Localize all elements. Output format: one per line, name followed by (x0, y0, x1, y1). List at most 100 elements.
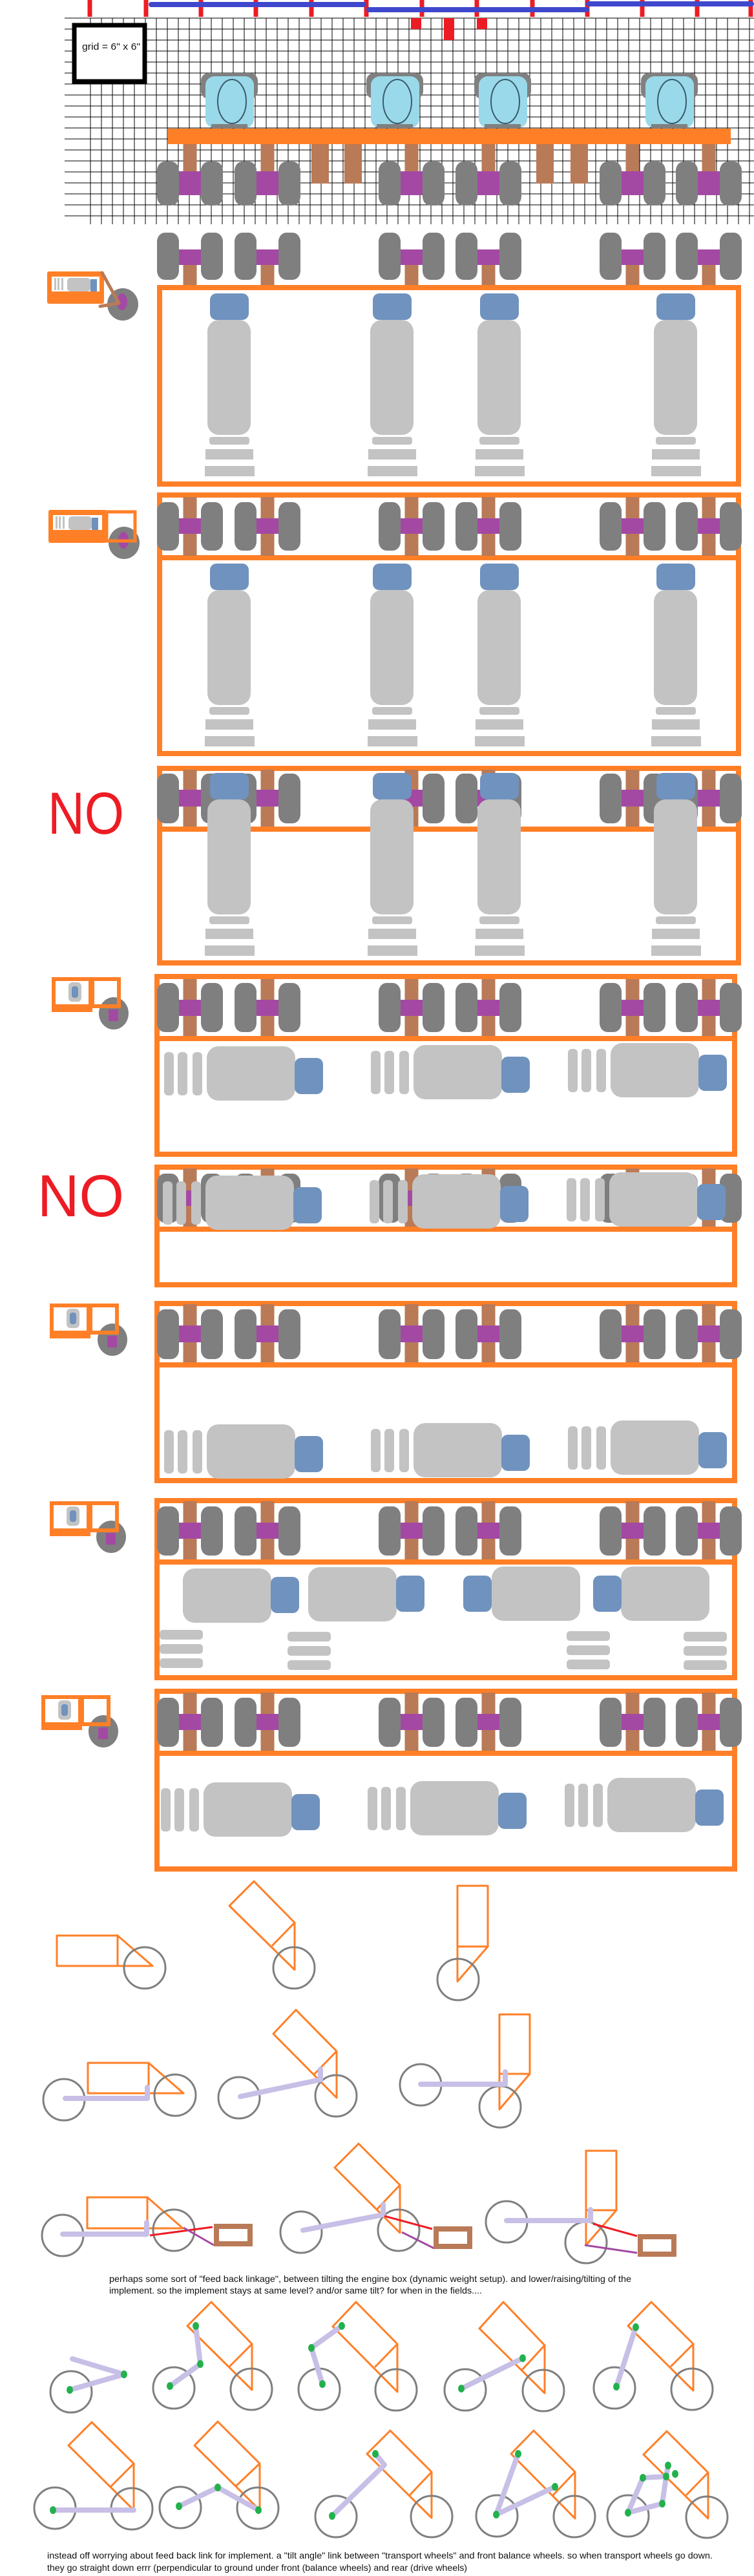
wheel-post (625, 264, 640, 285)
wheel-icon (600, 1506, 622, 1556)
dual-wheel-unit (379, 497, 445, 556)
dual-wheel-unit (157, 233, 223, 285)
wheel-icon (720, 502, 742, 551)
engine-horizontal (567, 1172, 726, 1227)
engine-body (607, 1778, 696, 1832)
tire (205, 76, 254, 128)
grid-legend: grid = 6" x 6" (72, 23, 147, 84)
row-spacing-tick (143, 0, 149, 17)
wheel-icon (278, 983, 300, 1032)
engine-fin (368, 945, 417, 956)
wheel-icon (456, 1309, 477, 1359)
wheel-hub (401, 1523, 423, 1539)
wheel-hub (477, 1000, 499, 1016)
engine-body (308, 1567, 397, 1621)
wheel-icon (423, 1309, 445, 1359)
tractor-body-base (41, 1722, 82, 1729)
wheel-icon (201, 983, 223, 1032)
engine-body (370, 799, 414, 914)
tilt-sketch-a1 (56, 1934, 167, 1990)
engine-box-upright (456, 1884, 489, 1948)
layout-option-2 (48, 492, 742, 756)
engine-box-brace (375, 2184, 401, 2211)
note-line: perhaps some sort of "feed back linkage"… (109, 2274, 631, 2284)
wheel-hub (401, 1000, 423, 1016)
engine-vertical (651, 773, 701, 956)
wheel-hub (179, 1325, 201, 1342)
transport-tire-icon (366, 73, 423, 128)
tractor-cab (89, 1304, 119, 1335)
engine-vertical (651, 564, 701, 746)
engine-fin (368, 736, 417, 746)
engine-vertical (651, 293, 701, 476)
wheel-icon (157, 983, 179, 1032)
tractor-side-icon (47, 271, 138, 321)
wheel-icon (499, 1506, 521, 1556)
engine-body (207, 799, 251, 914)
engine-fin (567, 1645, 610, 1655)
engine-fin (567, 1178, 576, 1221)
wheel-icon (235, 1698, 257, 1747)
engine-body (67, 278, 90, 291)
wheel-outline (552, 2495, 596, 2539)
engine-box-upright (498, 2013, 531, 2075)
engine-fin (656, 707, 696, 715)
engine-vertical (368, 773, 417, 956)
wheel-hub (257, 249, 278, 265)
engine-cap (593, 1576, 622, 1612)
wheel-icon (676, 162, 698, 206)
dual-wheel-unit (600, 1304, 665, 1362)
engine-body (654, 799, 697, 914)
row-spacing-tick (253, 0, 258, 17)
engine-fin (652, 719, 700, 730)
note-line: implement. so the implement stays at sam… (109, 2285, 482, 2296)
engine-fin (176, 1181, 186, 1225)
wheel-outline (685, 2495, 729, 2539)
pivot-point (613, 2383, 620, 2391)
frame-outline (154, 974, 737, 1157)
wheel-hub (98, 1727, 108, 1739)
layout-option-7 (50, 1498, 742, 1680)
wheel-icon (456, 774, 477, 823)
tire-rim (382, 79, 412, 124)
wheel-icon (235, 233, 257, 280)
wheel-outline (436, 1958, 480, 2001)
engine-body (611, 1420, 699, 1475)
pivot-point (625, 2509, 631, 2517)
frame-divider (154, 1362, 737, 1367)
implement-frame (157, 285, 741, 487)
wheel-icon (278, 1309, 300, 1359)
engine-body (207, 590, 251, 705)
wheel-hub (179, 790, 201, 807)
dual-wheel-unit (456, 497, 521, 556)
engine-vertical (475, 564, 525, 746)
engine-fin (399, 1429, 409, 1472)
wheel-icon (201, 233, 223, 280)
row-spacing-tick (748, 0, 753, 17)
wheel-icon (456, 233, 477, 280)
wheel-hub (179, 249, 201, 265)
wheel-hub (106, 1533, 116, 1545)
lift-link (384, 2215, 433, 2230)
engine-cap (295, 1436, 323, 1472)
note-line: they go straight down errr (perpendicula… (47, 2562, 467, 2573)
wheel-icon (499, 1698, 521, 1747)
rejected-label-2: NO (37, 1163, 124, 1229)
wheel-icon (278, 233, 300, 280)
wheel-icon (720, 774, 742, 823)
engine-body (654, 590, 697, 705)
pivot-point (552, 2483, 558, 2491)
pivot-point (67, 2386, 73, 2394)
implement-frame (154, 974, 737, 1157)
engine-fin (368, 1787, 377, 1830)
wheel-post (404, 144, 419, 173)
wheel-icon (499, 1309, 521, 1359)
wheel-hub (622, 1523, 644, 1539)
pivot-point (215, 2484, 221, 2491)
wheel-hub (257, 1000, 278, 1016)
wheel-hub (622, 249, 644, 265)
implement-icon (638, 2234, 676, 2257)
tractor-cab (90, 977, 121, 1008)
engine-fin (178, 1052, 187, 1095)
engine-cap (656, 773, 695, 799)
